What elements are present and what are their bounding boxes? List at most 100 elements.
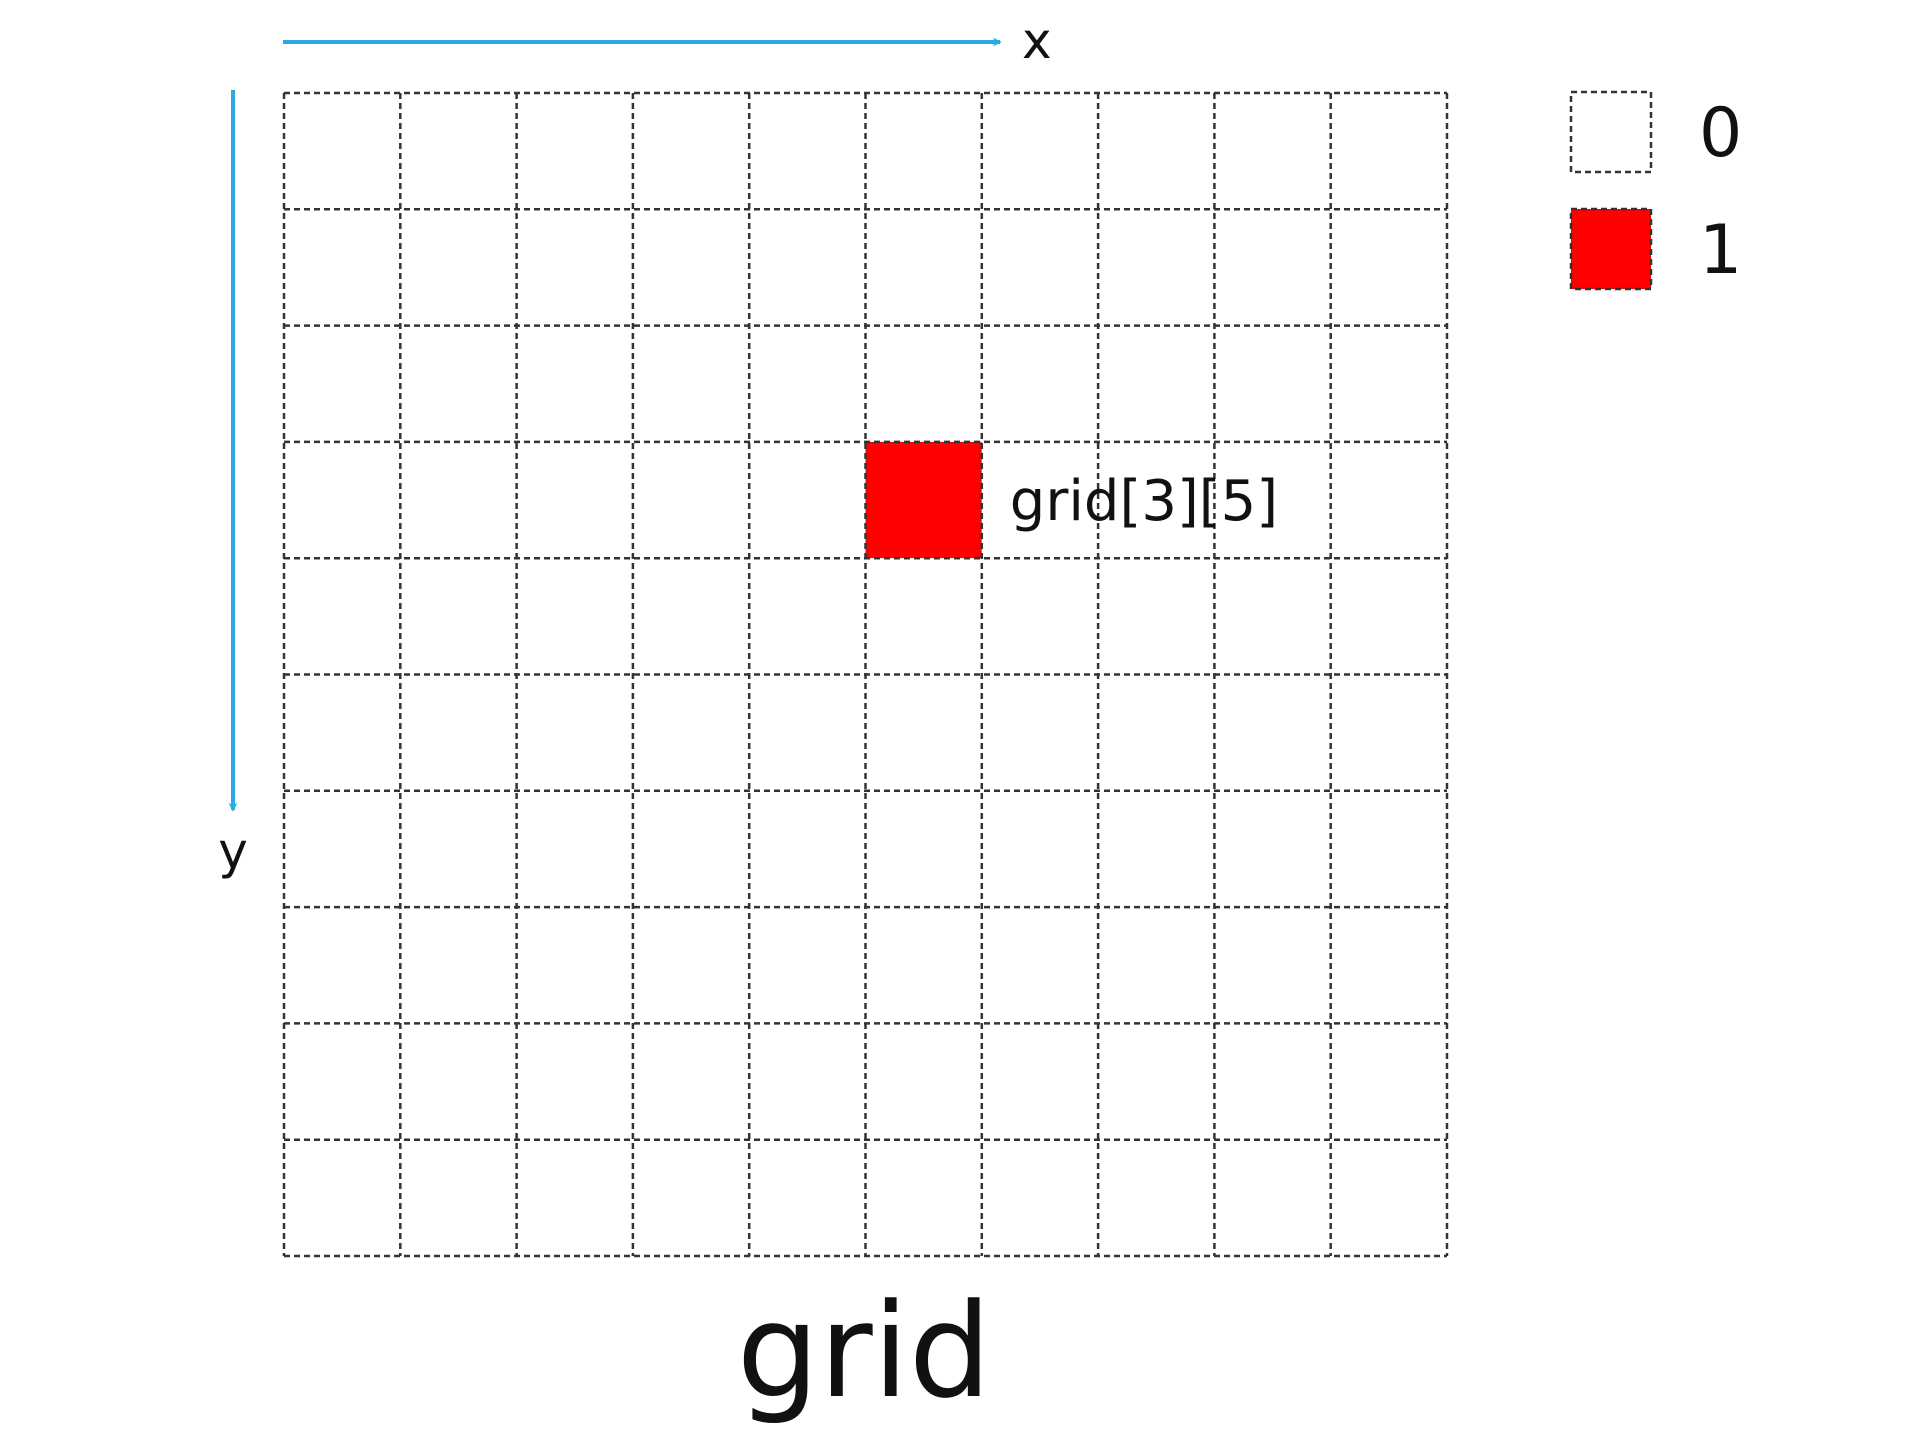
grid-cell [1098,1023,1215,1140]
grid-cell [284,674,401,791]
grid-cell [749,1139,866,1256]
grid-cell [1214,1023,1331,1140]
grid-cell [400,93,517,210]
grid-cell [1330,558,1447,675]
grid-cell [865,674,982,791]
grid-cell [284,209,401,326]
grid-cell [632,1139,750,1256]
grid-cell [749,325,866,442]
grid-cell [1214,1139,1331,1256]
grid-cell [1214,790,1331,908]
grid-cell [865,93,982,210]
grid-cell [865,790,982,908]
grid-cell [400,674,517,791]
grid-cell [981,1023,1099,1140]
filled-cell-label: grid[3][5] [1010,469,1278,534]
grid-cell [516,93,633,210]
grid-cell [865,209,982,326]
grid-cell [981,1139,1099,1256]
grid-cell [400,907,517,1024]
grid-cell [1098,674,1215,791]
grid-cell [749,1023,866,1140]
grid-cell [981,325,1099,442]
grid-cell [516,674,633,791]
grid-cell [284,441,401,559]
grid-cell [632,441,750,559]
grid-lines [282,91,1449,1258]
grid-cell [1330,209,1447,326]
grid-cell [1098,907,1215,1024]
grid-cell [1098,93,1215,210]
grid-cell [1098,790,1215,908]
grid-cell [981,907,1099,1024]
grid-cell [865,558,982,675]
grid-cell [284,1139,401,1256]
grid-cell [1330,674,1447,791]
grid-cell [749,907,866,1024]
grid-cell [632,1023,750,1140]
y-axis-label: y [218,822,248,880]
grid-cell [1098,325,1215,442]
grid-cell [632,790,750,908]
grid-cell [981,558,1099,675]
grid-cell [1214,558,1331,675]
legend-swatch-empty [1569,90,1653,174]
grid-cell [632,93,750,210]
grid-cell [516,1139,633,1256]
grid-cell [516,790,633,908]
grid-cell [981,93,1099,210]
grid-cell [1330,325,1447,442]
x-axis-label: x [1022,12,1052,70]
grid-cell [1330,93,1447,210]
grid-cell [1214,674,1331,791]
grid-cell [516,209,633,326]
grid-cell [1330,907,1447,1024]
grid-cell [1330,1023,1447,1140]
grid-cell [981,209,1099,326]
grid-cell [865,907,982,1024]
grid-cell [284,790,401,908]
grid-cell [632,907,750,1024]
grid-cell [981,441,1099,559]
grid-cell [516,325,633,442]
grid-cell [749,441,866,559]
grid-cell [1214,907,1331,1024]
diagram-caption: grid [737,1275,992,1427]
grid-cell [400,325,517,442]
grid-cell [1330,441,1447,559]
grid-cell [749,558,866,675]
grid-cell [865,1023,982,1140]
grid-cell [749,790,866,908]
grid-cell [516,558,633,675]
grid-cell [400,558,517,675]
grid-cell [1098,441,1215,559]
grid-cell [632,558,750,675]
grid-cell [400,209,517,326]
grid-cell [749,209,866,326]
grid-cell [632,325,750,442]
grid-cell [632,209,750,326]
legend-swatch-filled [1569,207,1653,291]
grid-cell [865,1139,982,1256]
grid-cell [749,93,866,210]
grid-cell [284,907,401,1024]
grid-cell [400,1023,517,1140]
grid-cell [400,1139,517,1256]
grid-cell [981,790,1099,908]
grid-cell [1214,93,1331,210]
grid-cell [516,907,633,1024]
grid-cell [516,441,633,559]
grid-cells [284,93,1447,1256]
grid-cell [1214,325,1331,442]
grid-cell [284,325,401,442]
grid-cell [981,674,1099,791]
grid-cell-filled [865,441,982,559]
legend: 01 [1569,90,1742,291]
grid-cell [284,93,401,210]
grid-cell [749,674,866,791]
grid-cell [1098,558,1215,675]
grid-cell [632,674,750,791]
grid-cell [400,790,517,908]
grid-cell [1214,441,1331,559]
